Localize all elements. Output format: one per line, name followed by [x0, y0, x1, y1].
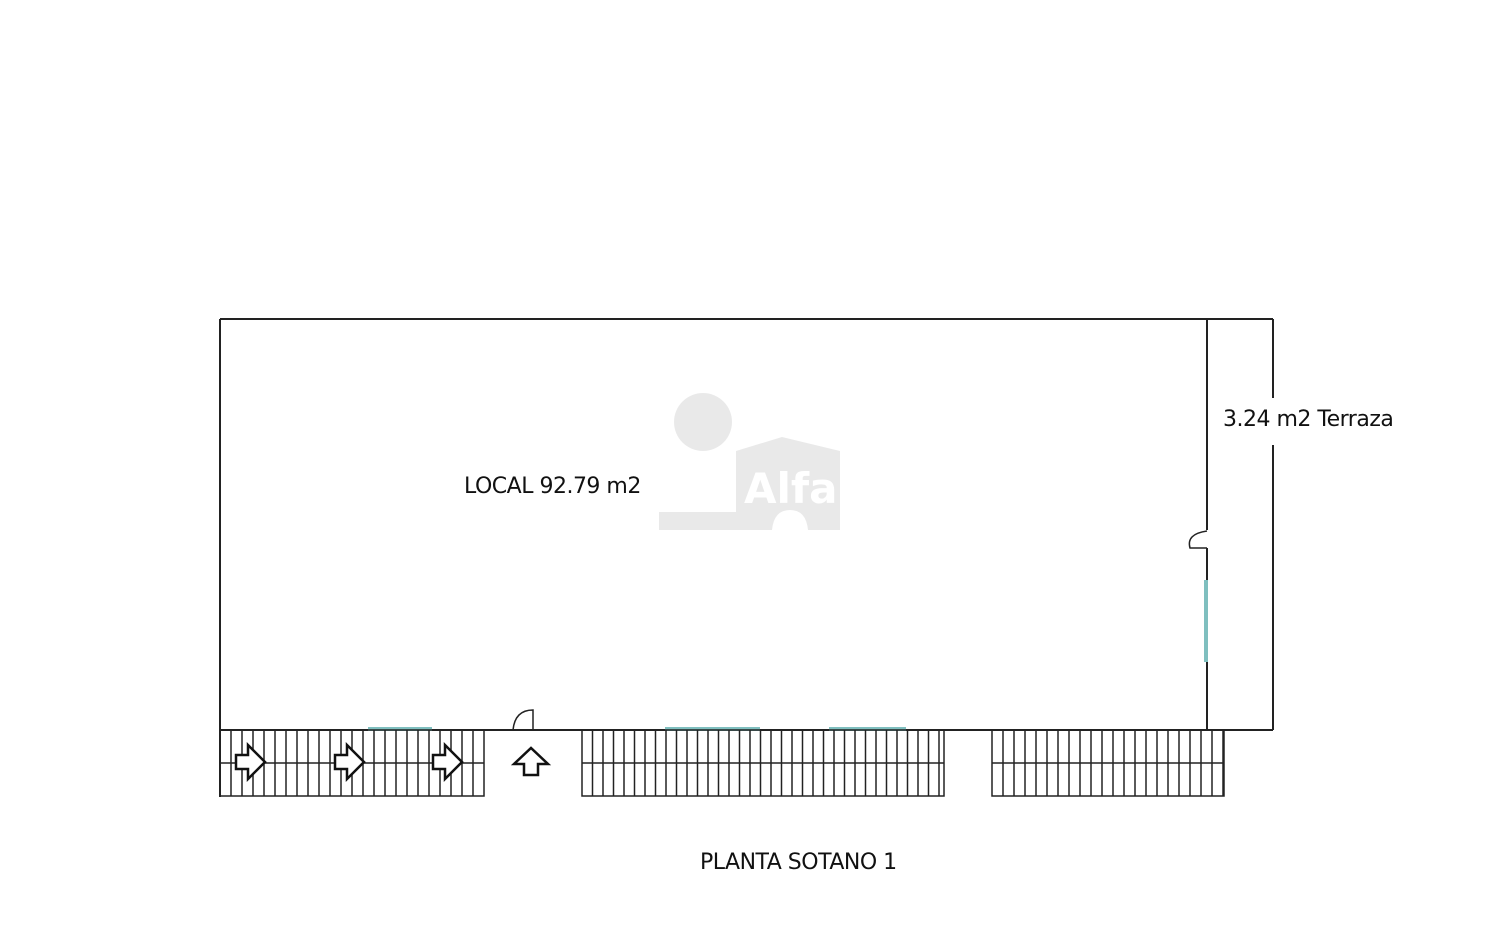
arrow-right-icon: [333, 741, 366, 783]
stair-strip-3: [991, 729, 1225, 797]
direction-arrows: [234, 741, 552, 783]
watermark-dot-icon: [674, 393, 732, 451]
arrow-up-icon: [510, 746, 552, 777]
stair-strip-2: [581, 729, 945, 797]
entrance-door-swing: [512, 709, 534, 731]
floor-title: PLANTA SOTANO 1: [700, 850, 897, 875]
watermark-house-icon: [659, 437, 840, 530]
terrace-label: 3.24 m2 Terraza: [1223, 407, 1393, 432]
doors: [512, 530, 1208, 731]
windows: [368, 580, 1208, 731]
room-label: LOCAL 92.79 m2: [464, 474, 641, 499]
walls: [219, 318, 1274, 797]
arrow-right-icon: [431, 741, 464, 783]
arrow-right-icon: [234, 741, 267, 783]
terrace-door-swing: [1188, 530, 1208, 549]
watermark-logo: Alfa: [659, 393, 840, 530]
watermark-text: Alfa: [744, 464, 838, 513]
